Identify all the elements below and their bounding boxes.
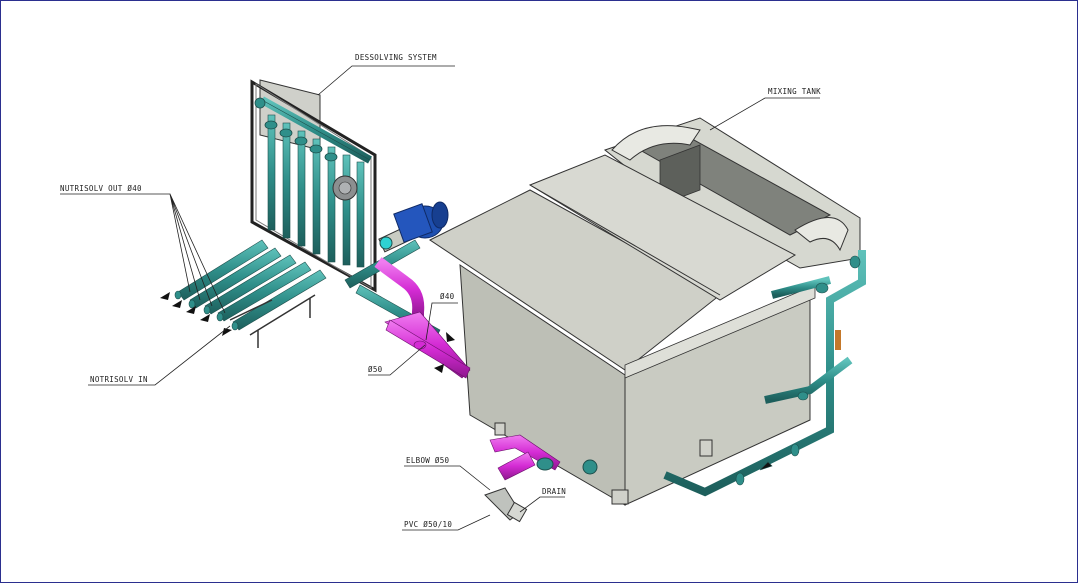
label-nutrisolv-in: NOTRISOLV IN bbox=[90, 375, 148, 384]
nutrisolv-out-pipes bbox=[160, 239, 327, 348]
leader-lines bbox=[60, 65, 820, 531]
tank-rim-elbow-left bbox=[611, 125, 701, 161]
recirculation-piping bbox=[663, 250, 866, 497]
label-mixing-tank: MIXING TANK bbox=[768, 87, 821, 96]
label-dissolving-system: DESSOLVING SYSTEM bbox=[355, 53, 437, 62]
label-elbow: ELBOW Ø50 bbox=[406, 456, 450, 465]
tank-foot bbox=[611, 489, 629, 505]
tank-rim-elbow-right bbox=[794, 217, 849, 252]
dissolving-system bbox=[250, 79, 377, 293]
mixing-tank bbox=[429, 117, 861, 506]
manifold-valves bbox=[254, 97, 338, 162]
pump-motor bbox=[378, 201, 449, 253]
label-drain: DRAIN bbox=[542, 487, 566, 496]
label-d40: Ø40 bbox=[440, 292, 455, 301]
drain-assembly bbox=[484, 434, 598, 523]
label-nutrisolv-out: NUTRISOLV OUT Ø40 bbox=[60, 184, 142, 193]
magenta-line bbox=[374, 257, 471, 379]
label-d50: Ø50 bbox=[368, 365, 383, 374]
label-pvc: PVC Ø50/10 bbox=[404, 520, 452, 529]
vertical-manifolds bbox=[267, 114, 365, 268]
tank-lid-right bbox=[528, 154, 797, 301]
flow-arrows-d40-d50 bbox=[434, 332, 455, 373]
